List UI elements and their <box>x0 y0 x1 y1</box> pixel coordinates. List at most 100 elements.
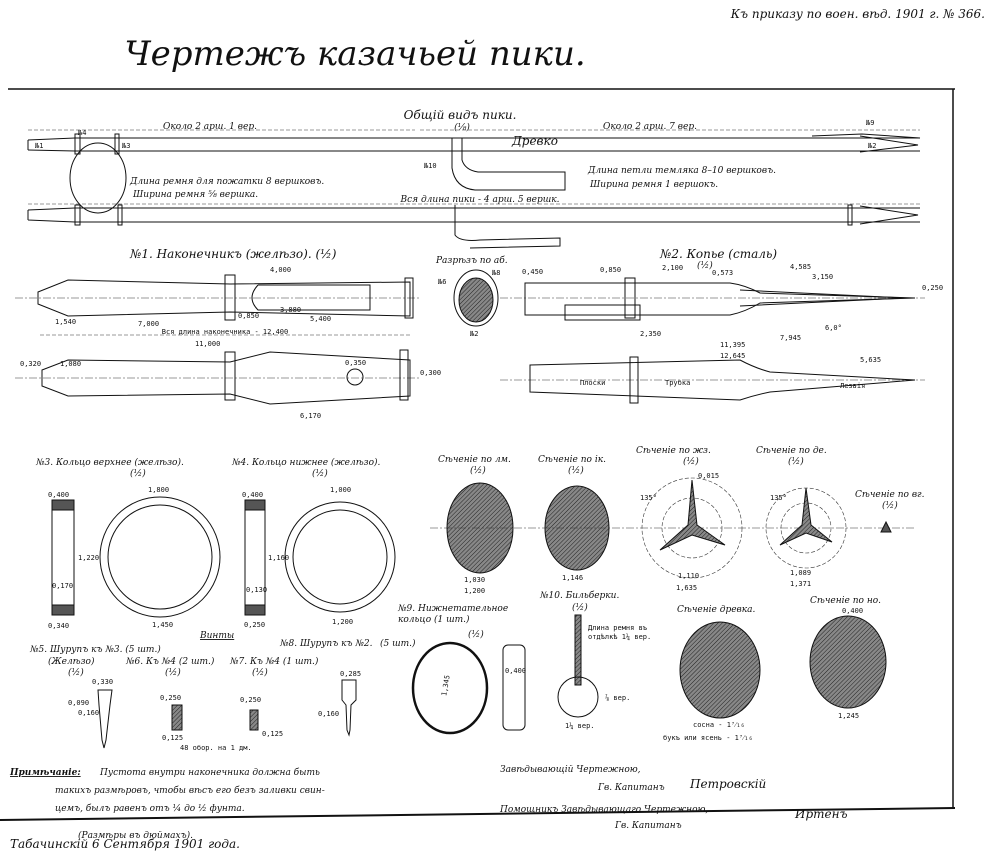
dim: 1,089 <box>790 569 811 577</box>
page-title: Чертежъ казачьей пики. <box>124 34 585 74</box>
dim: 135° <box>640 494 657 502</box>
dim: 1,080 <box>60 360 81 368</box>
note-label: Примѣчаніе: <box>9 768 81 778</box>
part-10-heading: №10. Бильберки. <box>539 590 619 601</box>
note-line-2: такихъ размѣровъ, чтобы вѣсъ его безъ за… <box>55 785 325 796</box>
dim: 1,030 <box>464 576 485 584</box>
part-1-heading: №1. Наконечникъ (желѣзо). (½) <box>129 247 337 261</box>
dim: 0,015 <box>698 472 719 480</box>
dim: ⅞ вер. <box>605 694 630 702</box>
dim: 1¼ вер. <box>565 722 595 730</box>
dim: 0,125 <box>162 734 183 742</box>
dim: 1,800 <box>148 486 169 494</box>
dim: 0,090 <box>68 699 89 707</box>
dim: 0,250 <box>244 621 265 629</box>
strap-note: Длина ремня въ отдѣлкѣ 1¼ вер. <box>588 624 652 641</box>
dim: 0,330 <box>92 678 113 686</box>
dim: 135° <box>770 494 787 502</box>
order-reference: Къ приказу по воен. вѣд. 1901 г. № 366. <box>730 7 985 21</box>
screw-8-count: (5 шт.) <box>380 638 416 649</box>
strap-width-text: Ширина ремня ⅝ вершка. <box>132 190 258 200</box>
section-scale: (½) <box>683 456 699 467</box>
section-no-heading: Сѣченіе по но. <box>810 596 881 606</box>
screws-group-label: Винты <box>199 631 234 641</box>
dim: 11,395 <box>720 341 745 349</box>
part-1-tip-ferrule: №1. Наконечникъ (желѣзо). (½) Вся длина … <box>15 247 441 420</box>
part-4-scale: (½) <box>312 468 328 479</box>
section-zhz-label: Сѣченіе по жз. <box>636 446 711 456</box>
dim: 1,160 <box>268 554 289 562</box>
label-n4: №4 <box>77 129 86 137</box>
label: №6 <box>437 278 446 286</box>
part-2-scale: (½) <box>697 260 713 271</box>
dim: 0,320 <box>20 360 41 368</box>
dim: 6,0° <box>825 324 842 332</box>
note-line-1: Пустота внутри наконечника должна быть <box>99 767 320 778</box>
parts-3-4-rings: №3. Кольцо верхнее (желѣзо). (½) №4. Кол… <box>35 457 396 630</box>
screw-5-scale: (½) <box>68 667 84 678</box>
part-3-scale: (½) <box>130 468 146 479</box>
pine-dimension: сосна - 1⁷⁄₁₆ <box>693 721 745 729</box>
section-scale: (½) <box>568 465 584 476</box>
dim: 4,000 <box>270 266 291 274</box>
dim: 1,371 <box>790 580 811 588</box>
part-10-scale: (½) <box>572 602 588 613</box>
dim: 3,150 <box>812 273 833 281</box>
screw-6-scale: (½) <box>165 667 181 678</box>
screw-7-scale: (½) <box>252 667 268 678</box>
part-2-spearhead: №2. Копье (сталь) (½) Плоски Трубка Лезв… <box>500 247 943 404</box>
dim: 0,250 <box>240 696 261 704</box>
screw-5-heading: №5. Шурупъ къ №3. (5 шт.) <box>29 644 161 655</box>
section-vg-label: Сѣченіе по вг. <box>855 490 925 500</box>
general-view: Общій видъ пики. (⅛) Около 2 арш. 1 вер.… <box>27 108 921 249</box>
dim: 1,200 <box>464 587 485 595</box>
part-10-strap: №10. Бильберки. (½) 1¼ вер. ⅞ вер. <box>539 590 630 730</box>
signatures: Завѣдывающій Чертежною, Гв. Капитанъ Пет… <box>499 765 848 831</box>
dim: 7,945 <box>780 334 801 342</box>
left-length-label: Около 2 арш. 1 вер. <box>163 122 257 132</box>
label: №2 <box>469 330 478 338</box>
dim: 0,340 <box>48 622 69 630</box>
dim: 1,540 <box>55 318 76 326</box>
dim: 4,585 <box>790 263 811 271</box>
part-2-heading: №2. Копье (сталь) <box>659 247 777 261</box>
section-scale: (½) <box>470 465 486 476</box>
dim: 1,000 <box>330 486 351 494</box>
section-scale: (½) <box>788 456 804 467</box>
dim: 0,400 <box>505 667 526 675</box>
total-length-label: Вся длина пики - 4 арш. 5 вершк. <box>399 195 559 205</box>
cross-sections: Сѣченіе по лм. (½) 1,030 1,200 Сѣченіе п… <box>430 446 925 595</box>
dim: 2,350 <box>640 330 661 338</box>
section-de-label: Сѣченіе по де. <box>756 446 827 456</box>
part-9-ring: (½) 1,345 0,400 <box>411 629 526 735</box>
cut-ab: Разрѣзъ по аб. №6 №8 №2 <box>435 255 508 338</box>
part-9-heading: №9. Нижнетательное кольцо (1 шт.) <box>398 604 509 625</box>
frame <box>0 88 956 821</box>
dim: 0,350 <box>345 359 366 367</box>
dim: 0,160 <box>78 709 99 717</box>
section-ik-label: Сѣченіе по ік. <box>538 455 606 465</box>
dim: 0,285 <box>340 670 361 678</box>
beech-dimension: букъ или ясень - 1⁷⁄₁₆ <box>663 734 753 742</box>
label-n1: №1 <box>34 142 43 150</box>
label-n10: №10 <box>423 162 437 170</box>
general-view-scale: (⅛) <box>454 122 470 133</box>
note-line-3: цемъ, былъ равенъ отъ ¼ до ½ фунта. <box>55 803 245 814</box>
assistant-rank: Гв. Капитанъ <box>614 821 682 831</box>
dim: 0,850 <box>238 312 259 320</box>
dim: 0,400 <box>242 491 263 499</box>
assistant-signature: Иртенъ <box>794 807 848 821</box>
label: №8 <box>491 269 500 277</box>
dim: 2,100 <box>662 264 683 272</box>
dim: 0,125 <box>262 730 283 738</box>
dim: 5,635 <box>860 356 881 364</box>
cut-ab-heading: Разрѣзъ по аб. <box>435 255 508 266</box>
screw-6-heading: №6. Къ №4 (2 шт.) <box>125 656 215 667</box>
dim: 1,635 <box>676 584 697 592</box>
dim: 0,130 <box>246 586 267 594</box>
head-title: Завѣдывающій Чертежною, <box>500 765 641 775</box>
label-n9: №9 <box>865 119 874 127</box>
dim: 1,146 <box>562 574 583 582</box>
shaft-label: Древко <box>511 134 558 148</box>
